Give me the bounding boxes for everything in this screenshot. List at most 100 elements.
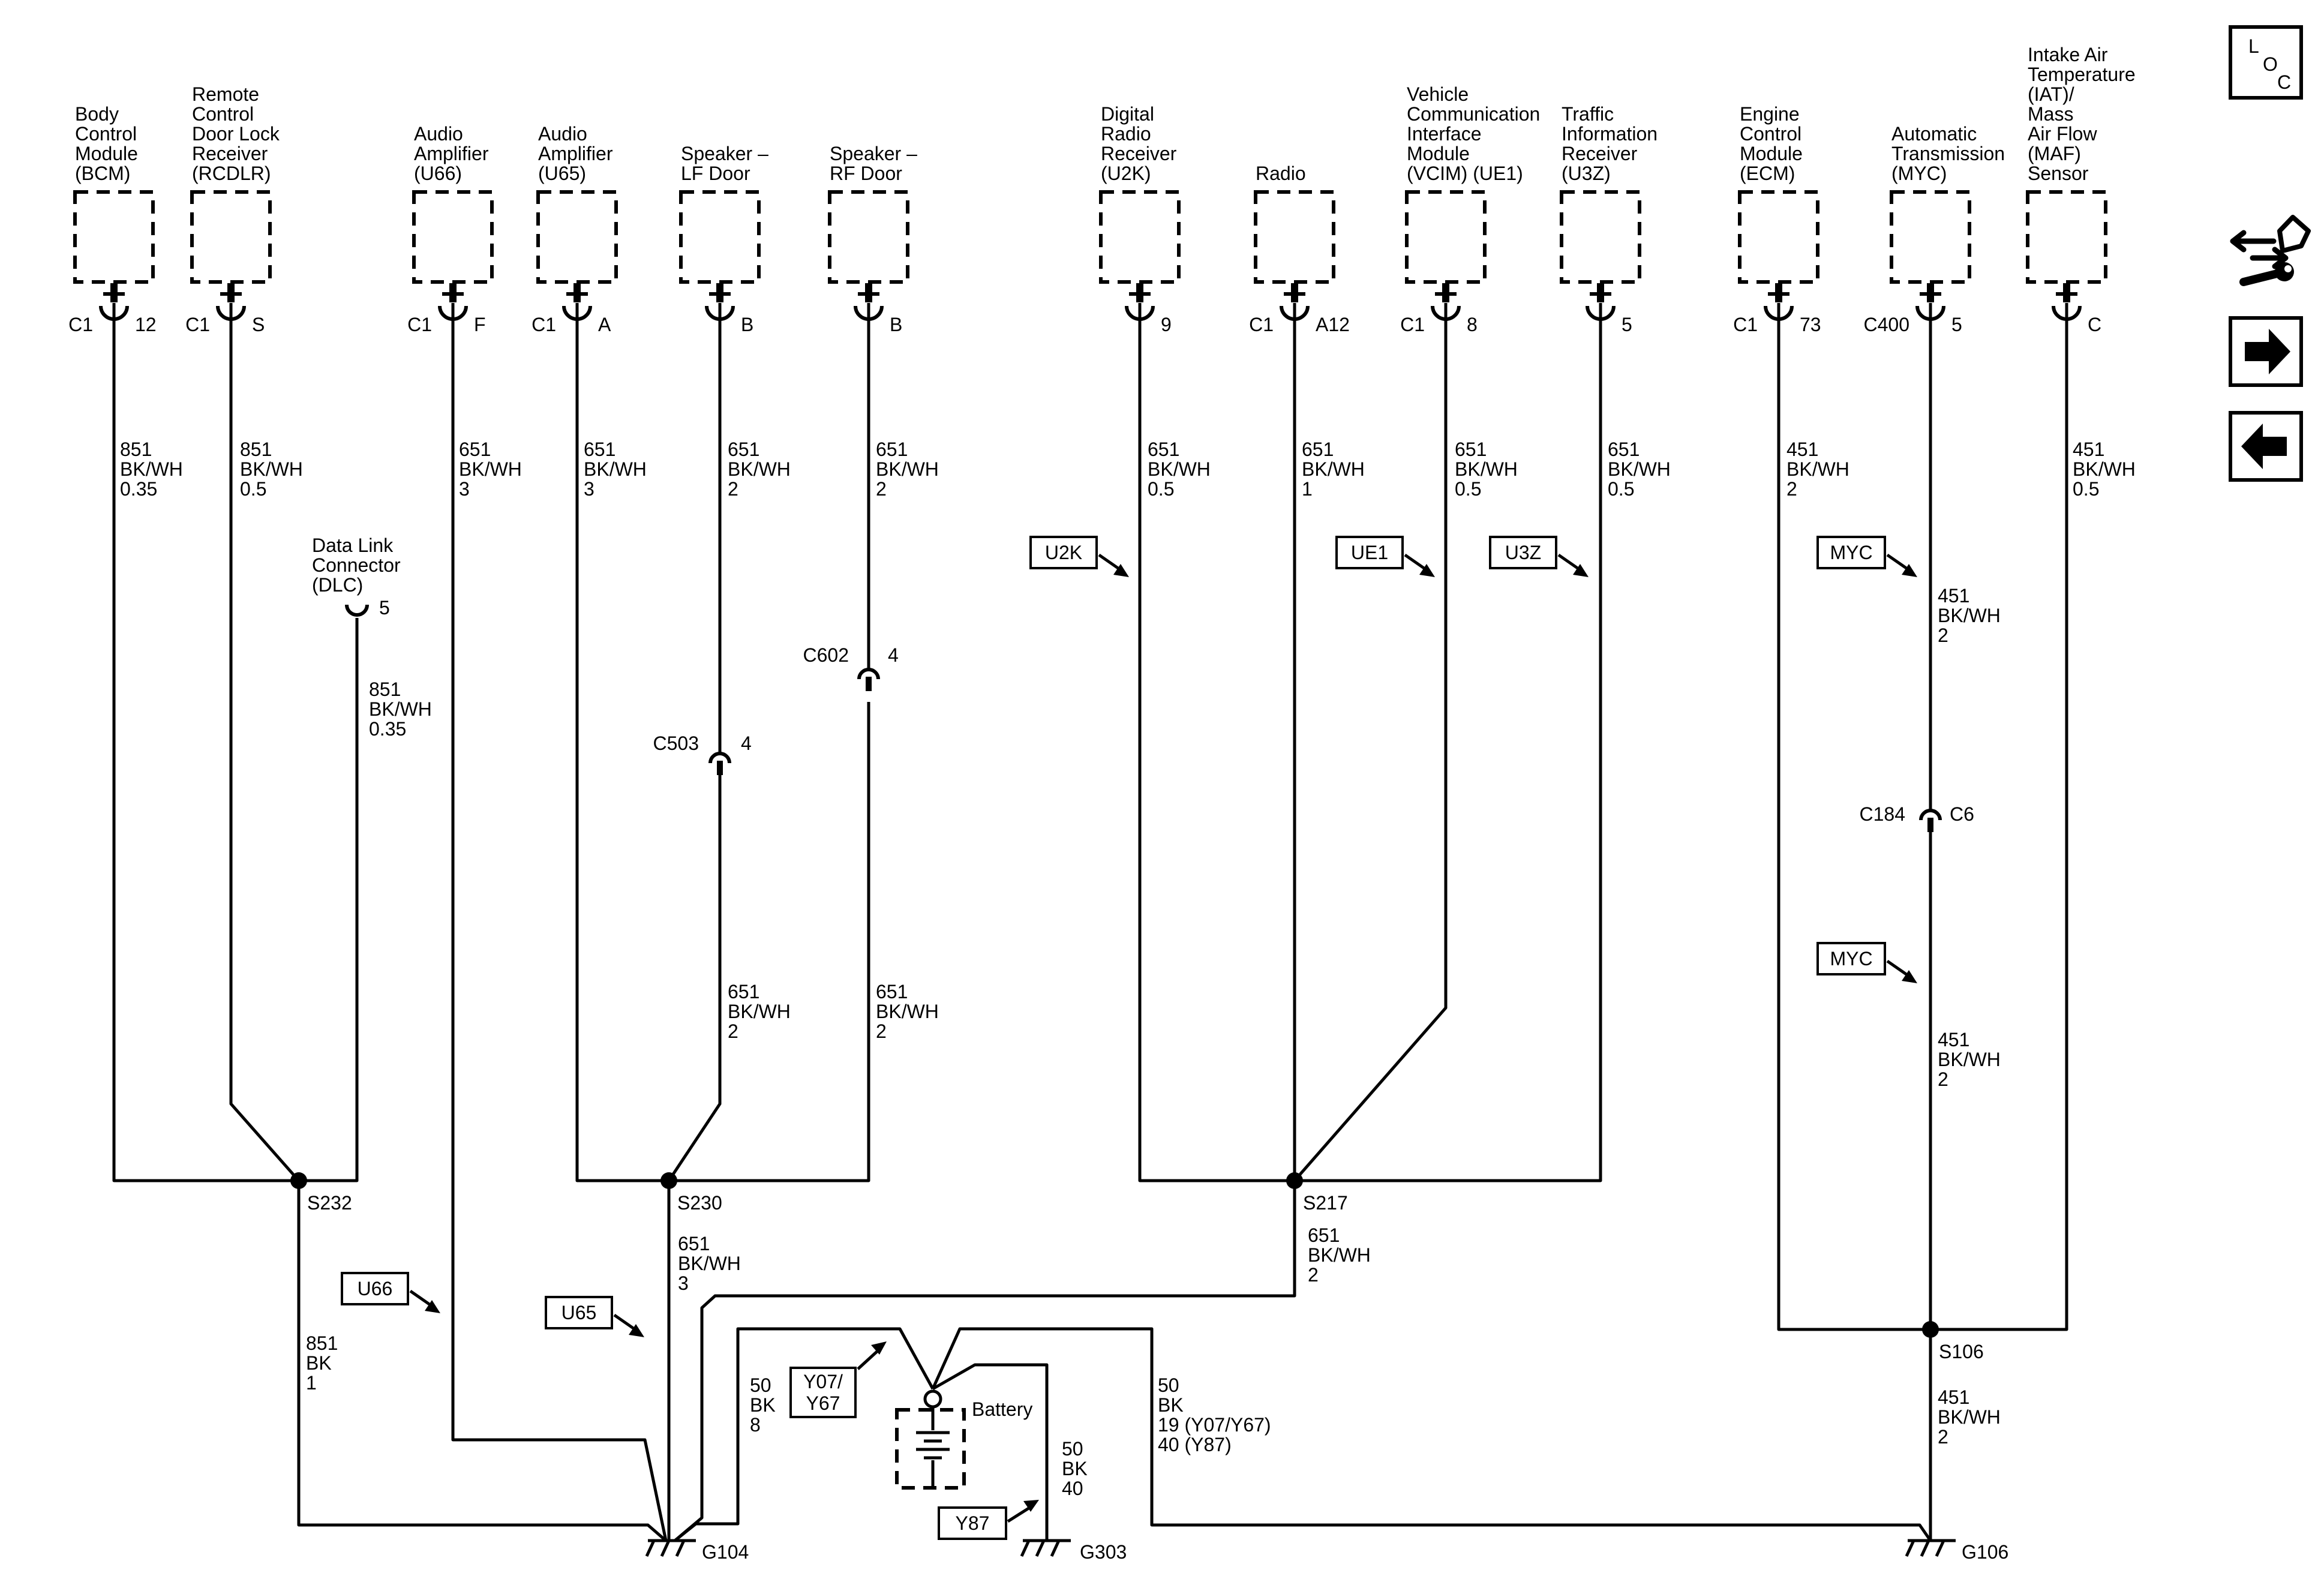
previous-page-button[interactable] <box>2229 411 2303 482</box>
wire-label-line: BK <box>1062 1458 1088 1479</box>
component-title-line: (IAT)/ <box>2028 83 2074 105</box>
component-title-line: Communication <box>1407 103 1540 125</box>
wire-label-line: 0.35 <box>120 478 157 500</box>
option-flag-u2k: U2K <box>1029 536 1129 577</box>
option-flag-y07-y67: Y07/ Y67 <box>789 1341 887 1418</box>
component-box <box>1560 190 1641 284</box>
loc-button[interactable]: L O C <box>2229 25 2303 100</box>
arrow-head <box>629 1324 644 1337</box>
splice-dot <box>1922 1321 1939 1338</box>
component-box <box>2026 190 2107 284</box>
ground-g303: G303 <box>1020 1539 1127 1563</box>
splice-dot <box>290 1172 307 1189</box>
ground-g303-label: G303 <box>1080 1541 1127 1563</box>
connector-pin: S <box>252 314 265 335</box>
splice-dot <box>660 1172 677 1189</box>
option-flag-u66: U66 <box>341 1272 440 1313</box>
component-title-line: Module <box>75 143 138 164</box>
option-flag-u2k-text: U2K <box>1045 542 1082 563</box>
wire-label-line: 40 <box>1062 1478 1083 1499</box>
wire-label-line: 0.5 <box>240 478 266 500</box>
component-title-line: Vehicle <box>1407 83 1469 105</box>
component-title-line: Speaker – <box>681 143 768 164</box>
component-title-line: Module <box>1407 143 1470 164</box>
arrow-line <box>1098 553 1122 572</box>
arrow-head <box>1419 564 1435 577</box>
connector-wrench-icon[interactable] <box>2230 215 2311 286</box>
component-title-line: Digital <box>1101 103 1154 125</box>
y07-flag-line-1: Y07/ <box>803 1371 843 1392</box>
wire-label-line: 3 <box>678 1272 689 1294</box>
inline-connector-c602: C602 4 <box>803 644 899 691</box>
battery: Battery <box>895 1389 1032 1490</box>
wire-label-line: 1 <box>1302 478 1313 500</box>
wires <box>112 327 2068 1542</box>
ground-g106: G106 <box>1905 1539 2008 1563</box>
arrow-head <box>871 1341 887 1355</box>
wire-label-line: 0.5 <box>2073 478 2099 500</box>
component-title-line: (U65) <box>538 163 586 184</box>
component-title-line: Engine <box>1740 103 1800 125</box>
component-8: VehicleCommunicationInterfaceModule(VCIM… <box>1400 83 1540 335</box>
wire-label-line: BK/WH <box>876 458 939 480</box>
wire-label-line: 651 <box>1148 439 1179 460</box>
wire-label-line: 851 <box>240 439 272 460</box>
wire-label-line: 2 <box>876 478 887 500</box>
wire-label-line: 0.35 <box>369 718 406 740</box>
c503-label: C503 <box>653 733 699 754</box>
option-flag-ue1: UE1 <box>1335 536 1435 577</box>
component-title-line: Amplifier <box>538 143 613 164</box>
connector-id: C1 <box>1400 314 1425 335</box>
connector-pin: B <box>741 314 753 335</box>
option-flag-myc-upper-text: MYC <box>1830 542 1872 563</box>
arrow-line <box>613 1313 637 1332</box>
connector-pin: B <box>890 314 902 335</box>
component-title-line: (U3Z) <box>1562 163 1611 184</box>
wire-label-line: 2 <box>1938 625 1948 646</box>
wire-label-line: 851 <box>120 439 152 460</box>
dlc-label-line-1: Data Link <box>312 535 394 556</box>
component-title-line: Transmission <box>1891 143 2005 164</box>
wire-label-line: BK/WH <box>1308 1244 1371 1266</box>
component-title-line: Automatic <box>1891 123 1977 145</box>
wire-label-line: 2 <box>1938 1426 1948 1448</box>
arrow-head <box>425 1300 440 1313</box>
splice-label: S230 <box>677 1192 722 1214</box>
wire-label-line: BK/WH <box>1938 1049 2001 1070</box>
component-title-line: Body <box>75 103 119 125</box>
component-title-line: Speaker – <box>830 143 917 164</box>
component-title-line: (MYC) <box>1891 163 1947 184</box>
loc-letter-l: L <box>2248 35 2259 57</box>
component-title-line: Traffic <box>1562 103 1614 125</box>
wire-label-line: BK/WH <box>1302 458 1365 480</box>
wire-lf-lower <box>667 774 722 1182</box>
connector-pin: A12 <box>1316 314 1350 335</box>
c184-pin: C6 <box>1950 803 1974 825</box>
wire-label-line: BK/WH <box>2073 458 2136 480</box>
wire-label-line: 451 <box>1786 439 1818 460</box>
wire-battery-g303 <box>932 1363 1049 1541</box>
component-title-line: Amplifier <box>414 143 489 164</box>
wire-battery-g104 <box>674 1327 935 1542</box>
next-page-button[interactable] <box>2229 316 2303 387</box>
wire-label-line: BK/WH <box>678 1253 741 1274</box>
dlc-label-line-2: Connector <box>312 554 401 576</box>
ground-g104-label: G104 <box>702 1541 749 1563</box>
wire-label-line: 651 <box>728 439 759 460</box>
wire-label-line: 2 <box>1308 1264 1319 1286</box>
component-title-line: Receiver <box>1101 143 1177 164</box>
connector-id: C1 <box>1733 314 1758 335</box>
wire-label-line: 8 <box>750 1414 761 1436</box>
wire-label-line: 0.5 <box>1455 478 1481 500</box>
arrow-head <box>1113 564 1129 577</box>
arrow-head <box>1023 1500 1039 1512</box>
component-title-line: Audio <box>538 123 587 145</box>
wire-label-line: BK/WH <box>1455 458 1518 480</box>
wire-label-line: BK/WH <box>1608 458 1671 480</box>
wire-label-line: 2 <box>1938 1068 1948 1090</box>
wire-label-line: BK <box>306 1352 332 1374</box>
component-title-line: Audio <box>414 123 463 145</box>
arrow-line <box>1007 1505 1032 1523</box>
